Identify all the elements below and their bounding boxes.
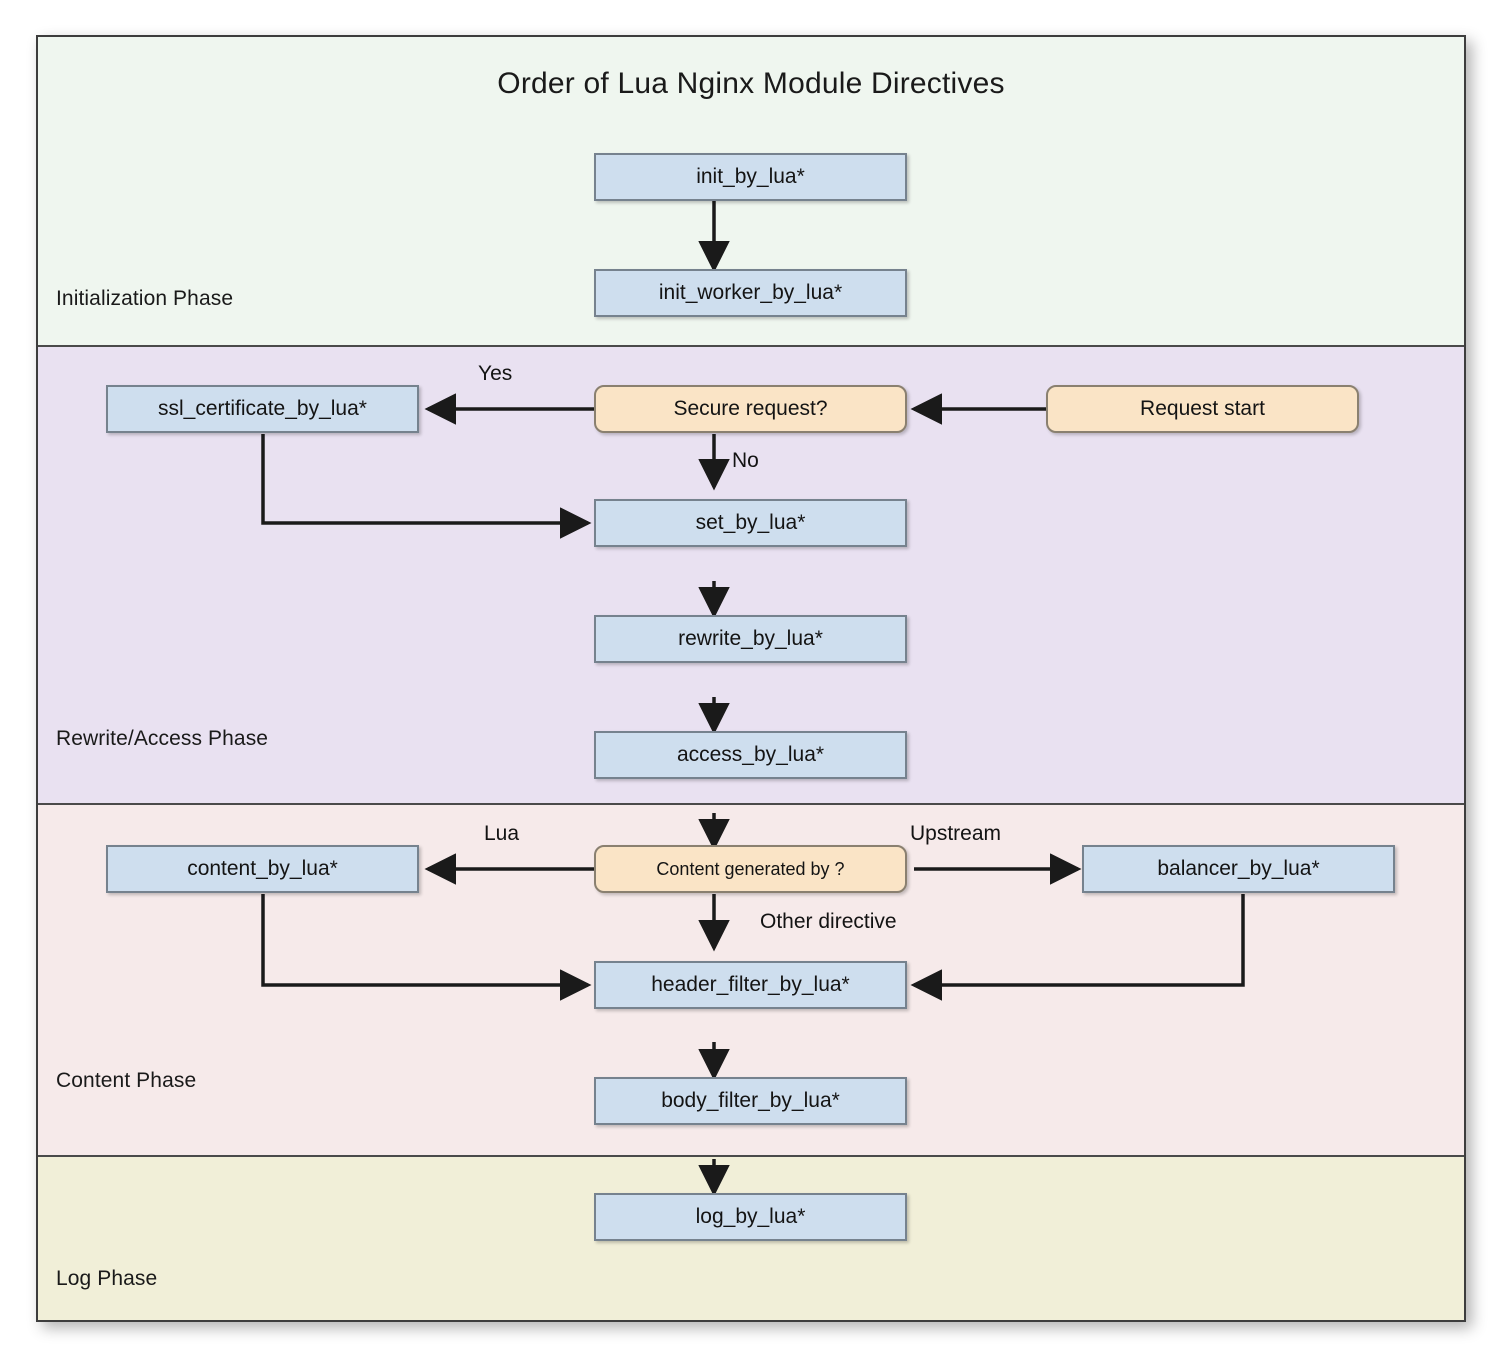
node-label-balancer-by-lua: balancer_by_lua* <box>1157 857 1320 880</box>
node-label-body-filter-by-lua: body_filter_by_lua* <box>661 1089 840 1112</box>
node-label-header-filter-by-lua: header_filter_by_lua* <box>651 973 850 996</box>
node-access-by-lua[interactable]: access_by_lua* <box>594 731 907 779</box>
node-header-filter-by-lua[interactable]: header_filter_by_lua* <box>594 961 907 1009</box>
diagram-frame: Initialization Phase Rewrite/Access Phas… <box>36 35 1466 1322</box>
phase-label-content: Content Phase <box>56 1069 197 1092</box>
node-log-by-lua[interactable]: log_by_lua* <box>594 1193 907 1241</box>
node-label-init-by-lua: init_by_lua* <box>696 165 805 188</box>
edge-label-lua: Lua <box>484 822 520 845</box>
node-ssl-certificate-by-lua[interactable]: ssl_certificate_by_lua* <box>106 385 419 433</box>
node-body-filter-by-lua[interactable]: body_filter_by_lua* <box>594 1077 907 1125</box>
phase-label-initialization: Initialization Phase <box>56 287 234 310</box>
node-init-by-lua[interactable]: init_by_lua* <box>594 153 907 201</box>
edge-label-other-directive: Other directive <box>760 910 897 933</box>
node-secure-request[interactable]: Secure request? <box>594 385 907 433</box>
node-label-init-worker-by-lua: init_worker_by_lua* <box>658 281 843 304</box>
node-init-worker-by-lua[interactable]: init_worker_by_lua* <box>594 269 907 317</box>
node-balancer-by-lua[interactable]: balancer_by_lua* <box>1082 845 1395 893</box>
node-content-by-lua[interactable]: content_by_lua* <box>106 845 419 893</box>
node-label-rewrite-by-lua: rewrite_by_lua* <box>678 627 823 650</box>
node-label-set-by-lua: set_by_lua* <box>695 511 806 534</box>
edge-label-upstream: Upstream <box>910 822 1002 845</box>
page-title: Order of Lua Nginx Module Directives <box>497 67 1005 100</box>
edge-label-yes: Yes <box>478 362 513 385</box>
node-label-ssl-certificate-by-lua: ssl_certificate_by_lua* <box>158 397 367 420</box>
node-content-generated-by[interactable]: Content generated by ? <box>594 845 907 893</box>
node-label-log-by-lua: log_by_lua* <box>695 1205 806 1228</box>
node-label-access-by-lua: access_by_lua* <box>676 743 825 766</box>
node-label-content-by-lua: content_by_lua* <box>187 857 338 880</box>
phase-label-rewrite-access: Rewrite/Access Phase <box>56 727 269 750</box>
node-label-content-generated-by: Content generated by ? <box>656 858 845 879</box>
node-label-request-start: Request start <box>1140 397 1265 420</box>
phase-label-log: Log Phase <box>56 1267 158 1290</box>
node-set-by-lua[interactable]: set_by_lua* <box>594 499 907 547</box>
node-request-start[interactable]: Request start <box>1046 385 1359 433</box>
node-rewrite-by-lua[interactable]: rewrite_by_lua* <box>594 615 907 663</box>
node-label-secure-request: Secure request? <box>673 397 828 420</box>
edge-label-no: No <box>732 449 759 472</box>
